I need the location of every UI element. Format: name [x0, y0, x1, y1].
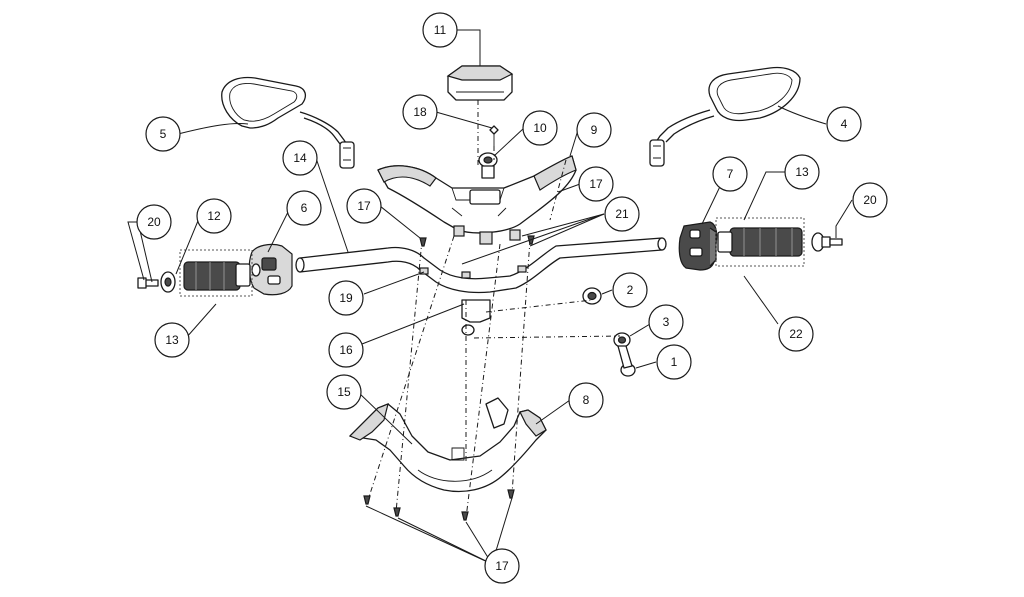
- svg-text:13: 13: [795, 165, 809, 179]
- svg-text:20: 20: [147, 215, 161, 229]
- svg-text:2: 2: [627, 283, 634, 297]
- top-cover-cap: [446, 65, 514, 101]
- svg-text:17: 17: [589, 177, 603, 191]
- svg-text:14: 14: [293, 151, 307, 165]
- left-mirror: [221, 76, 355, 169]
- callout-9: 9: [576, 112, 612, 148]
- svg-text:11: 11: [434, 23, 447, 37]
- svg-text:3: 3: [663, 315, 670, 329]
- clamp-bolt: [478, 152, 498, 179]
- washer: [613, 332, 631, 348]
- callout-17-upper-right: 17: [578, 166, 614, 202]
- callout-4: 4: [826, 106, 862, 142]
- callout-14: 14: [282, 140, 318, 176]
- callout-5: 5: [145, 116, 181, 152]
- svg-text:17: 17: [357, 199, 371, 213]
- callout-11: 11: [422, 12, 458, 48]
- callout-20-right: 20: [852, 182, 888, 218]
- upper-handlebar-cover: [377, 155, 577, 245]
- callout-16: 16: [328, 332, 364, 368]
- handlebar-clamp-bracket: [419, 265, 527, 336]
- callout-8: 8: [568, 382, 604, 418]
- callout-6: 6: [286, 190, 322, 226]
- callout-19: 19: [328, 280, 364, 316]
- lower-handlebar-cover: [348, 397, 547, 493]
- svg-text:20: 20: [863, 193, 877, 207]
- left-switch-housing: [248, 243, 293, 296]
- svg-text:21: 21: [615, 207, 629, 221]
- svg-text:4: 4: [841, 117, 848, 131]
- callout-17-bottom: 17: [484, 548, 520, 584]
- callout-20-left: 20: [136, 204, 172, 240]
- callout-21: 21: [604, 196, 640, 232]
- svg-text:13: 13: [165, 333, 179, 347]
- svg-text:8: 8: [583, 393, 590, 407]
- svg-text:1: 1: [671, 355, 678, 369]
- callouts: 11 18 10 9 17 5 4 14 7 13 17 21 20 12 6 …: [136, 12, 888, 584]
- nut: [582, 287, 602, 305]
- right-bar-end: [811, 232, 843, 252]
- left-bar-end: [137, 271, 176, 293]
- svg-text:15: 15: [337, 385, 351, 399]
- svg-text:19: 19: [339, 291, 353, 305]
- callout-2: 2: [612, 272, 648, 308]
- svg-text:10: 10: [533, 121, 547, 135]
- callout-1: 1: [656, 344, 692, 380]
- leader-lines: [127, 29, 853, 565]
- callout-13-left: 13: [154, 322, 190, 358]
- svg-text:17: 17: [495, 559, 509, 573]
- callout-22: 22: [778, 316, 814, 352]
- svg-text:22: 22: [789, 327, 803, 341]
- callout-3: 3: [648, 304, 684, 340]
- right-mirror: [649, 66, 801, 167]
- assembly-lines: [367, 100, 621, 519]
- svg-text:6: 6: [301, 201, 308, 215]
- small-screw: [489, 125, 499, 146]
- svg-text:12: 12: [207, 209, 221, 223]
- callout-12: 12: [196, 198, 232, 234]
- left-grip: [179, 249, 253, 297]
- callout-17-upper-left: 17: [346, 188, 382, 224]
- svg-text:5: 5: [160, 127, 167, 141]
- right-switch-housing: [678, 221, 718, 271]
- svg-text:16: 16: [339, 343, 353, 357]
- callout-13-right: 13: [784, 154, 820, 190]
- callout-10: 10: [522, 110, 558, 146]
- svg-text:9: 9: [591, 123, 598, 137]
- callout-18: 18: [402, 94, 438, 130]
- callout-7: 7: [712, 156, 748, 192]
- right-grip: [715, 217, 805, 267]
- callout-15: 15: [326, 374, 362, 410]
- bolt: [617, 345, 636, 377]
- svg-text:18: 18: [413, 105, 427, 119]
- svg-text:7: 7: [727, 167, 734, 181]
